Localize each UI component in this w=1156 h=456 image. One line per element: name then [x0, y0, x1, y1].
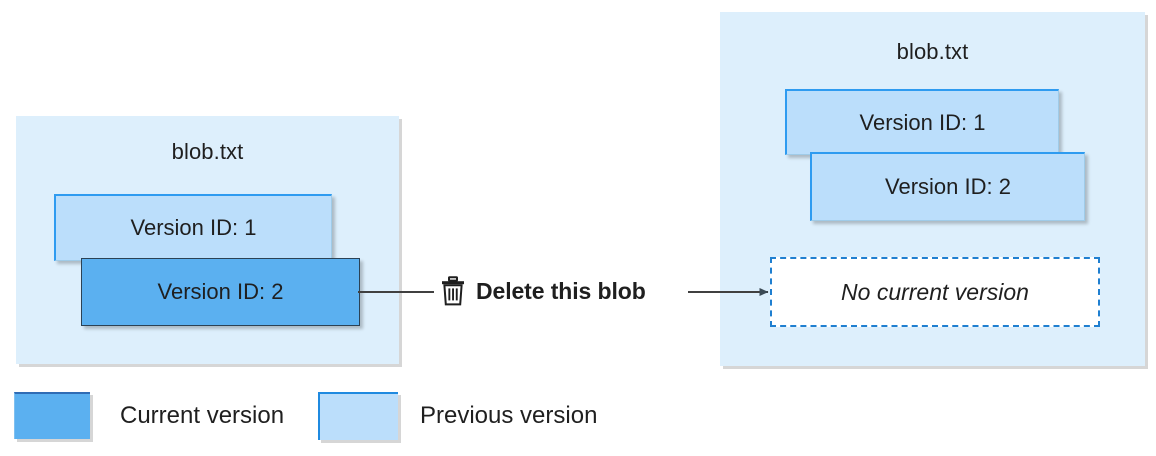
- before-version-card-2: Version ID: 2: [81, 258, 360, 326]
- before-version-label-1: Version ID: 1: [130, 215, 257, 240]
- after-version-card-1: Version ID: 1: [785, 89, 1059, 155]
- before-blob-name: blob.txt: [171, 139, 244, 164]
- before-version-card-1: Version ID: 1: [54, 194, 332, 261]
- after-version-label-2: Version ID: 2: [885, 174, 1011, 199]
- delete-action-label: Delete this blob: [434, 276, 652, 306]
- legend-item-current: Current version: [14, 392, 284, 439]
- no-current-version-label: No current version: [841, 278, 1029, 305]
- legend-item-previous: Previous version: [318, 392, 597, 440]
- legend-label-previous: Previous version: [420, 402, 598, 429]
- trash-icon: [442, 276, 464, 306]
- legend-label-current: Current version: [120, 401, 285, 429]
- legend-swatch-current: [14, 392, 90, 439]
- after-version-card-2: Version ID: 2: [810, 152, 1085, 221]
- after-blob-name: blob.txt: [896, 39, 969, 64]
- after-version-label-1: Version ID: 1: [859, 109, 986, 135]
- legend-swatch-previous: [318, 392, 398, 440]
- before-version-label-2: Version ID: 2: [157, 279, 284, 304]
- no-current-version-placeholder: No current version: [770, 257, 1100, 327]
- delete-action-text: Delete this blob: [476, 277, 646, 304]
